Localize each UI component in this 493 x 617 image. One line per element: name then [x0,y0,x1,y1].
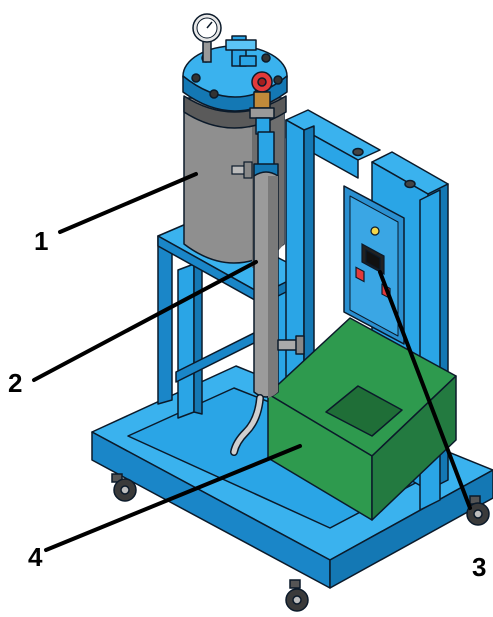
indicator-light-icon [370,226,380,236]
callout-labels: 1 2 3 4 [8,226,486,582]
tank-side-fitting [231,161,253,179]
leader-line-3 [378,270,472,510]
callout-label-2: 2 [8,368,22,398]
lid-piping [225,35,275,135]
leader-line-4 [44,444,302,552]
red-switch-left-icon [355,266,365,283]
caster-wheel-right [466,495,490,526]
caster-wheel-front-left [111,473,137,502]
filter-column [230,131,305,456]
leader-line-2 [32,260,258,382]
caster-wheel-front-middle [285,579,309,612]
callout-leaders [32,172,472,552]
callout-label-1: 1 [34,226,48,256]
pressure-gauge-icon [192,13,222,63]
caster-wheels [111,473,490,612]
leader-line-1 [58,172,198,234]
callout-label-4: 4 [28,542,43,572]
callout-label-3: 3 [472,552,486,582]
